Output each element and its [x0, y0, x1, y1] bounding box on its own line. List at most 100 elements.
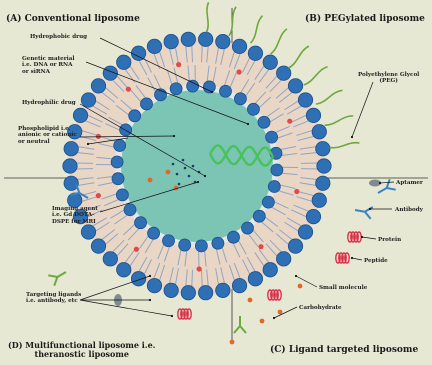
hydrophobic-drug-dot — [287, 119, 292, 124]
peptide-coil — [336, 253, 349, 263]
phospholipid-head — [114, 139, 126, 151]
phospholipid-head — [247, 103, 259, 115]
phospholipid-head — [170, 83, 182, 95]
label-protein: Protein — [378, 237, 401, 243]
label-aptamer: Aptamer — [396, 180, 423, 186]
phospholipid-head — [203, 81, 215, 93]
phospholipid-head — [141, 98, 153, 110]
phospholipid-head — [268, 181, 280, 193]
phospholipid-head — [135, 217, 147, 229]
peg-chain — [229, 7, 236, 36]
carbohydrate-dot — [166, 170, 171, 175]
hydrophilic-drug-dot — [172, 163, 175, 166]
peptide-coil-loop — [277, 290, 281, 300]
phospholipid-head — [195, 240, 207, 252]
phospholipid-head — [219, 85, 231, 97]
leader-tip — [369, 208, 371, 210]
phospholipid-head — [129, 110, 141, 122]
phospholipid-head — [148, 227, 160, 239]
phospholipid-head — [187, 80, 199, 92]
targeting-antibody-stem — [57, 272, 66, 277]
peg-chain — [316, 90, 343, 104]
leader-tip — [361, 236, 363, 238]
leader-tip — [351, 136, 353, 138]
phospholipid-head — [120, 124, 132, 136]
targeting-antibody-arm — [240, 326, 246, 333]
leader-tip — [247, 123, 249, 125]
hydrophobic-drug-dot — [176, 62, 181, 67]
liposome — [63, 32, 331, 300]
phospholipid-head — [181, 32, 195, 46]
targeting-antibody-arm — [234, 326, 240, 333]
hydrophilic-drug-dot — [188, 175, 191, 178]
phospholipid-head — [81, 93, 95, 107]
hydrophobic-drug-dot — [197, 266, 202, 271]
phospholipid-head — [116, 189, 128, 201]
leader-tip — [87, 143, 89, 145]
leader-tip — [273, 317, 275, 319]
label-peptide: Peptide — [364, 258, 388, 264]
phospholipid-head — [241, 222, 253, 234]
leader-line — [362, 237, 376, 239]
phospholipid-head — [112, 173, 124, 185]
phospholipid-head — [198, 286, 212, 300]
phospholipid-head — [298, 225, 312, 239]
hydrophobic-drug-dot — [134, 247, 139, 252]
leader-tip — [173, 135, 175, 137]
phospholipid-head — [73, 108, 87, 122]
phospholipid-head — [91, 79, 105, 93]
carbohydrate-dot — [248, 298, 253, 303]
carbohydrate-dot — [148, 178, 153, 183]
peg-chain — [288, 46, 308, 68]
phospholipid-head — [91, 239, 105, 253]
phospholipid-head — [103, 252, 117, 266]
label-phospholipid: Phospholipid i.e. anionic or cationic or… — [18, 126, 77, 145]
phospholipid-head — [306, 108, 320, 122]
leader-line — [352, 258, 362, 260]
leader-line — [380, 182, 394, 183]
targeting-antibody-arm — [51, 277, 60, 286]
peg-chain — [330, 143, 360, 148]
phospholipid-head — [164, 283, 178, 297]
protein-coil — [348, 232, 361, 242]
carbohydrate-dot — [260, 319, 265, 324]
peg-chain — [206, 2, 208, 32]
phospholipid-head — [271, 164, 283, 176]
hydrophobic-drug-dot — [258, 244, 263, 249]
phospholipid-head — [306, 209, 320, 223]
carbohydrate-dot — [278, 310, 283, 315]
peptide-coil-loop — [345, 253, 349, 263]
peg-chain — [271, 29, 287, 54]
leader-line — [352, 82, 373, 137]
phospholipid-head — [117, 55, 131, 69]
leader-tip — [295, 275, 297, 277]
phospholipid-head — [124, 204, 136, 216]
protein-coil-loop — [357, 232, 361, 242]
hydrophilic-drug-dot — [184, 167, 187, 170]
phospholipid-head — [216, 283, 230, 297]
leader-tip — [204, 175, 206, 177]
phospholipid-head — [163, 235, 175, 247]
leader-tip — [351, 257, 353, 259]
phospholipid-head — [248, 272, 262, 286]
antibody-ligand-arm — [384, 179, 393, 188]
peg-chain — [325, 116, 354, 125]
phospholipid-head — [263, 55, 277, 69]
label-hydrophobic-drug: Hydrophobic drug — [30, 34, 87, 40]
phospholipid-head — [81, 225, 95, 239]
peptide-coil-loop — [187, 309, 191, 319]
phospholipid-head — [248, 46, 262, 60]
phospholipid-head — [216, 34, 230, 48]
phospholipid-head — [111, 156, 123, 168]
hydrophilic-drug-dot — [182, 159, 185, 162]
phospholipid-head — [147, 278, 161, 292]
phospholipid-head — [131, 46, 145, 60]
leader-tip — [211, 91, 213, 93]
phospholipid-head — [181, 286, 195, 300]
peptide-coil — [268, 290, 281, 300]
label-small-molecule: Small molecule — [319, 285, 367, 291]
peg-chain — [251, 16, 263, 44]
phospholipid-head — [298, 93, 312, 107]
leader-tip — [171, 315, 173, 317]
